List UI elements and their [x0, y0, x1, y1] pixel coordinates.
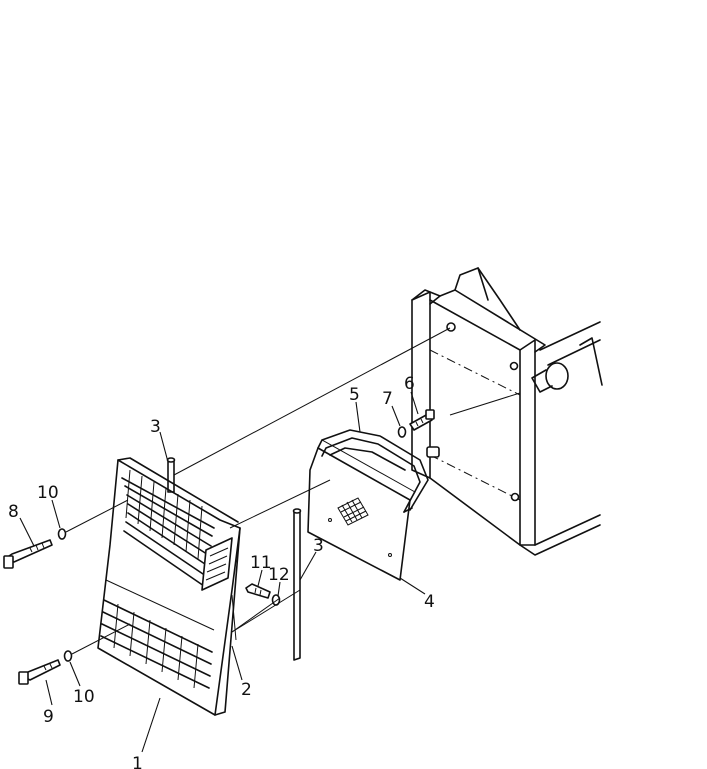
leader-lines [19, 391, 426, 753]
callout-1: 1 [132, 754, 143, 769]
washer-10-upper [57, 528, 67, 540]
washer-7 [397, 426, 407, 438]
assembly-lines [65, 327, 451, 655]
callout-12: 12 [268, 565, 290, 585]
callout-4: 4 [424, 592, 435, 612]
callout-10-lower: 10 [73, 687, 95, 707]
callout-3-lower: 3 [313, 536, 324, 556]
mesh-panel [307, 439, 416, 581]
callout-3-upper: 3 [150, 417, 161, 437]
grille-assembly [97, 457, 241, 716]
callout-11: 11 [250, 553, 272, 573]
callout-2: 2 [241, 680, 252, 700]
bolt-6 [409, 409, 435, 431]
mesh-screen [337, 497, 369, 526]
callouts: 1 2 3 3 4 5 6 7 8 10 9 10 11 12 [8, 374, 435, 769]
bolt-8 [3, 539, 53, 569]
bolt-11 [245, 583, 271, 599]
rod-upper [166, 457, 176, 493]
callout-5: 5 [349, 385, 360, 405]
machine-frame [411, 267, 603, 556]
callout-7: 7 [382, 389, 393, 409]
rod-lower [292, 508, 302, 661]
callout-8: 8 [8, 502, 19, 522]
bolt-9 [18, 659, 61, 685]
washer-10-lower [63, 650, 73, 662]
callout-9: 9 [43, 707, 54, 727]
bent-rod [317, 429, 429, 513]
callout-10-upper: 10 [37, 483, 59, 503]
callout-6: 6 [404, 374, 415, 394]
